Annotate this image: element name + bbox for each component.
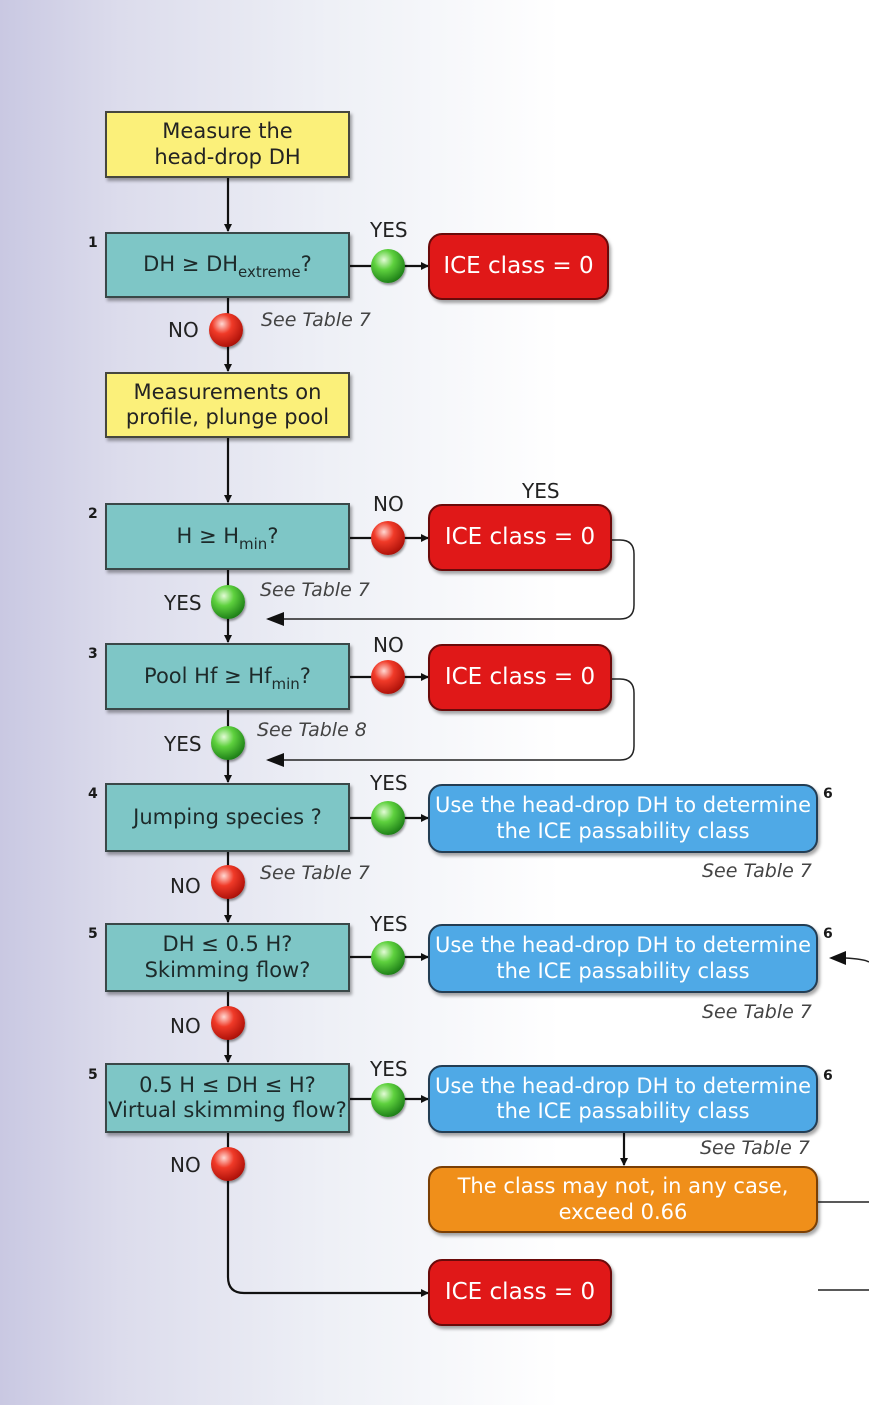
question-pool-hf-min: Pool Hf ≥ Hfmin? bbox=[105, 643, 350, 710]
step-2-result-box: ICE class = 0 bbox=[428, 504, 612, 571]
class-limit-line2: exceed 0.66 bbox=[558, 1199, 688, 1224]
step-4-red-light bbox=[211, 865, 245, 899]
step-5a-no-label: NO bbox=[170, 1014, 201, 1038]
step-4-result-box: Use the head-drop DH to determine the IC… bbox=[428, 784, 818, 853]
class-limit-box: The class may not, in any case, exceed 0… bbox=[428, 1166, 818, 1233]
question-jumping-species: Jumping species ? bbox=[105, 783, 350, 852]
question-jumping-species-text: Jumping species ? bbox=[133, 804, 322, 829]
step-5a-result-line1: Use the head-drop DH to determine bbox=[435, 933, 811, 958]
question-virtual-skimming-flow-line1: 0.5 H ≤ DH ≤ H? bbox=[139, 1072, 316, 1097]
step-5a-result-number: 6 bbox=[823, 926, 833, 942]
step-3-red-light bbox=[371, 660, 405, 694]
step-3-result-text: ICE class = 0 bbox=[444, 663, 596, 690]
step-1-yes-label: YES bbox=[370, 218, 408, 242]
question-pool-hf-min-end: ? bbox=[299, 663, 311, 688]
step-2-red-light bbox=[371, 521, 405, 555]
question-pool-hf-min-main: Pool Hf ≥ Hf bbox=[144, 663, 272, 688]
question-h-min-sub: min bbox=[239, 534, 268, 553]
question-dh-extreme-main: DH ≥ DH bbox=[143, 252, 239, 277]
measure-head-drop-line2: head-drop DH bbox=[154, 144, 301, 169]
step-5b-green-light bbox=[371, 1083, 405, 1117]
loop-q3-arrowhead bbox=[266, 753, 284, 767]
step-5a-green-light bbox=[371, 941, 405, 975]
step-1-number: 1 bbox=[88, 235, 98, 251]
step-3-number: 3 bbox=[88, 646, 98, 662]
step-4-table-note: See Table 7 bbox=[260, 862, 370, 884]
step-4-result-table-note: See Table 7 bbox=[702, 860, 812, 882]
step-1-red-light bbox=[209, 313, 243, 347]
loop-return-arrowhead bbox=[829, 951, 846, 965]
final-result-text: ICE class = 0 bbox=[444, 1278, 596, 1305]
question-virtual-skimming-flow-line2: Virtual skimming flow? bbox=[108, 1098, 347, 1122]
step-5b-result-table-note: See Table 7 bbox=[700, 1137, 810, 1159]
step-5b-yes-label: YES bbox=[370, 1057, 408, 1081]
step-4-result-line2: the ICE passability class bbox=[496, 818, 750, 843]
step-4-result-number: 6 bbox=[823, 786, 833, 802]
question-dh-extreme: DH ≥ DHextreme? bbox=[105, 232, 350, 298]
loop-q2 bbox=[268, 539, 635, 620]
question-pool-hf-min-sub: min bbox=[271, 674, 300, 693]
step-5b-result-number: 6 bbox=[823, 1068, 833, 1084]
step-5a-red-light bbox=[211, 1006, 245, 1040]
step-5a-result-line2: the ICE passability class bbox=[496, 958, 750, 983]
step-5a-yes-label: YES bbox=[370, 912, 408, 936]
loop-q3 bbox=[268, 678, 635, 761]
step-5b-result-line1: Use the head-drop DH to determine bbox=[435, 1073, 811, 1098]
step-5b-no-label: NO bbox=[170, 1153, 201, 1177]
step-4-number: 4 bbox=[88, 786, 98, 802]
question-dh-extreme-end: ? bbox=[300, 252, 312, 277]
step-3-yes-label: YES bbox=[164, 732, 202, 756]
step-2-no-label: NO bbox=[373, 492, 404, 516]
arrow-q6-to-final bbox=[226, 1133, 429, 1297]
step-2-yes-label: YES bbox=[522, 479, 560, 503]
step-2-table-note: See Table 7 bbox=[260, 579, 370, 601]
step-2-result-text: ICE class = 0 bbox=[444, 523, 596, 550]
step-5a-result-table-note: See Table 7 bbox=[702, 1001, 812, 1023]
loop-q2-arrowhead bbox=[266, 612, 284, 626]
step-3-no-label: NO bbox=[373, 633, 404, 657]
step-5b-result-box: Use the head-drop DH to determine the IC… bbox=[428, 1065, 818, 1133]
step-5a-result-box: Use the head-drop DH to determine the IC… bbox=[428, 924, 818, 993]
question-virtual-skimming-flow: 0.5 H ≤ DH ≤ H? Virtual skimming flow? bbox=[105, 1063, 350, 1133]
question-skimming-flow-line1: DH ≤ 0.5 H? bbox=[162, 932, 293, 957]
step-2-number: 2 bbox=[88, 506, 98, 522]
step-1-no-label: NO bbox=[168, 318, 199, 342]
question-h-min-main: H ≥ H bbox=[176, 523, 240, 548]
measure-head-drop-box: Measure the head-drop DH bbox=[105, 111, 350, 178]
step-4-no-label: NO bbox=[170, 874, 201, 898]
step-3-result-box: ICE class = 0 bbox=[428, 644, 612, 711]
measurements-box: Measurements on profile, plunge pool bbox=[105, 372, 350, 438]
step-4-green-light bbox=[371, 801, 405, 835]
question-h-min-end: ? bbox=[267, 523, 279, 548]
step-5b-result-line2: the ICE passability class bbox=[496, 1099, 750, 1123]
question-skimming-flow: DH ≤ 0.5 H? Skimming flow? bbox=[105, 923, 350, 992]
step-2-yes-down-label: YES bbox=[164, 591, 202, 615]
step-1-table-note: See Table 7 bbox=[261, 309, 371, 331]
step-2-green-light bbox=[211, 585, 245, 619]
question-dh-extreme-sub: extreme bbox=[238, 263, 301, 282]
step-3-green-light bbox=[211, 726, 245, 760]
final-result-box: ICE class = 0 bbox=[428, 1259, 612, 1326]
measurements-line2: profile, plunge pool bbox=[125, 405, 330, 429]
step-5b-red-light bbox=[211, 1147, 245, 1181]
step-5a-number: 5 bbox=[88, 926, 98, 942]
step-1-result-box: ICE class = 0 bbox=[428, 233, 609, 300]
question-skimming-flow-line2: Skimming flow? bbox=[144, 957, 311, 982]
step-1-green-light bbox=[371, 249, 405, 283]
step-5b-number: 5 bbox=[88, 1067, 98, 1083]
step-4-result-line1: Use the head-drop DH to determine bbox=[435, 793, 811, 818]
step-4-yes-label: YES bbox=[370, 771, 408, 795]
step-1-result-text: ICE class = 0 bbox=[443, 252, 594, 279]
question-h-min: H ≥ Hmin? bbox=[105, 503, 350, 570]
step-3-table-note: See Table 8 bbox=[257, 719, 367, 741]
measure-head-drop-line1: Measure the bbox=[162, 119, 293, 144]
loop-return bbox=[844, 957, 869, 963]
class-limit-line1: The class may not, in any case, bbox=[457, 1174, 789, 1199]
measurements-line1: Measurements on bbox=[133, 379, 322, 404]
